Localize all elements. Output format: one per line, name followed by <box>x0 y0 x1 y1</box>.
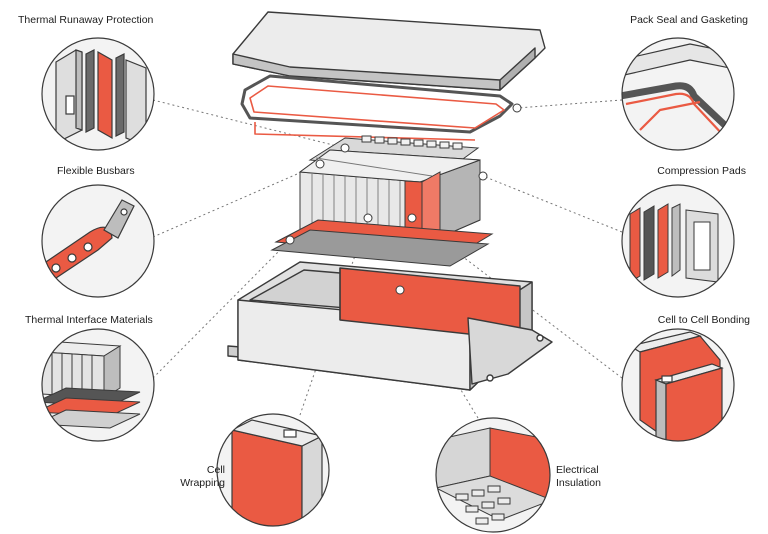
label-electrical-insulation: Electrical Insulation <box>556 464 626 490</box>
detail-pack-seal-gasketing <box>621 37 735 151</box>
detail-cell-wrapping <box>216 413 330 527</box>
pack-lid <box>232 11 546 91</box>
detail-flexible-busbars <box>41 184 155 298</box>
label-cell-wrapping: Cell Wrapping <box>165 464 225 490</box>
label-pack-seal-gasketing: Pack Seal and Gasketing <box>630 14 748 26</box>
label-compression-pads: Compression Pads <box>657 165 746 177</box>
label-cell-wrapping-line1: Cell <box>206 464 225 476</box>
label-thermal-interface-materials: Thermal Interface Materials <box>25 314 153 326</box>
hotspot-insulation <box>395 285 405 295</box>
label-electrical-insulation-line2: Insulation <box>556 477 601 489</box>
detail-thermal-runaway-protection <box>41 37 155 151</box>
hotspot-seal <box>512 103 522 113</box>
thermal-interface-pad <box>270 219 494 267</box>
hotspot-cell-wrap <box>363 213 373 223</box>
hotspot-compression <box>478 171 488 181</box>
pack-gasket <box>240 74 514 141</box>
leader-pack-seal <box>516 99 623 109</box>
detail-thermal-interface-materials <box>41 328 155 442</box>
hotspots <box>285 103 522 295</box>
hotspot-busbar <box>315 159 325 169</box>
detail-compression-pads <box>621 184 735 298</box>
pack-tray <box>227 261 553 391</box>
label-cell-wrapping-line2: Wrapping <box>180 477 225 489</box>
label-flexible-busbars: Flexible Busbars <box>57 165 135 177</box>
label-thermal-runaway-protection: Thermal Runaway Protection <box>18 14 154 26</box>
hotspot-bonding <box>407 213 417 223</box>
leader-compression-pads <box>482 175 623 233</box>
leader-flexible-busbars <box>152 163 321 238</box>
leader-thermal-runaway <box>152 99 346 149</box>
detail-electrical-insulation <box>435 417 551 533</box>
label-cell-to-cell-bonding: Cell to Cell Bonding <box>657 314 750 326</box>
detail-cell-to-cell-bonding <box>621 328 735 442</box>
hotspot-thermal-runaway <box>340 143 350 153</box>
label-electrical-insulation-line1: Electrical <box>556 464 599 476</box>
hotspot-tim <box>285 235 295 245</box>
